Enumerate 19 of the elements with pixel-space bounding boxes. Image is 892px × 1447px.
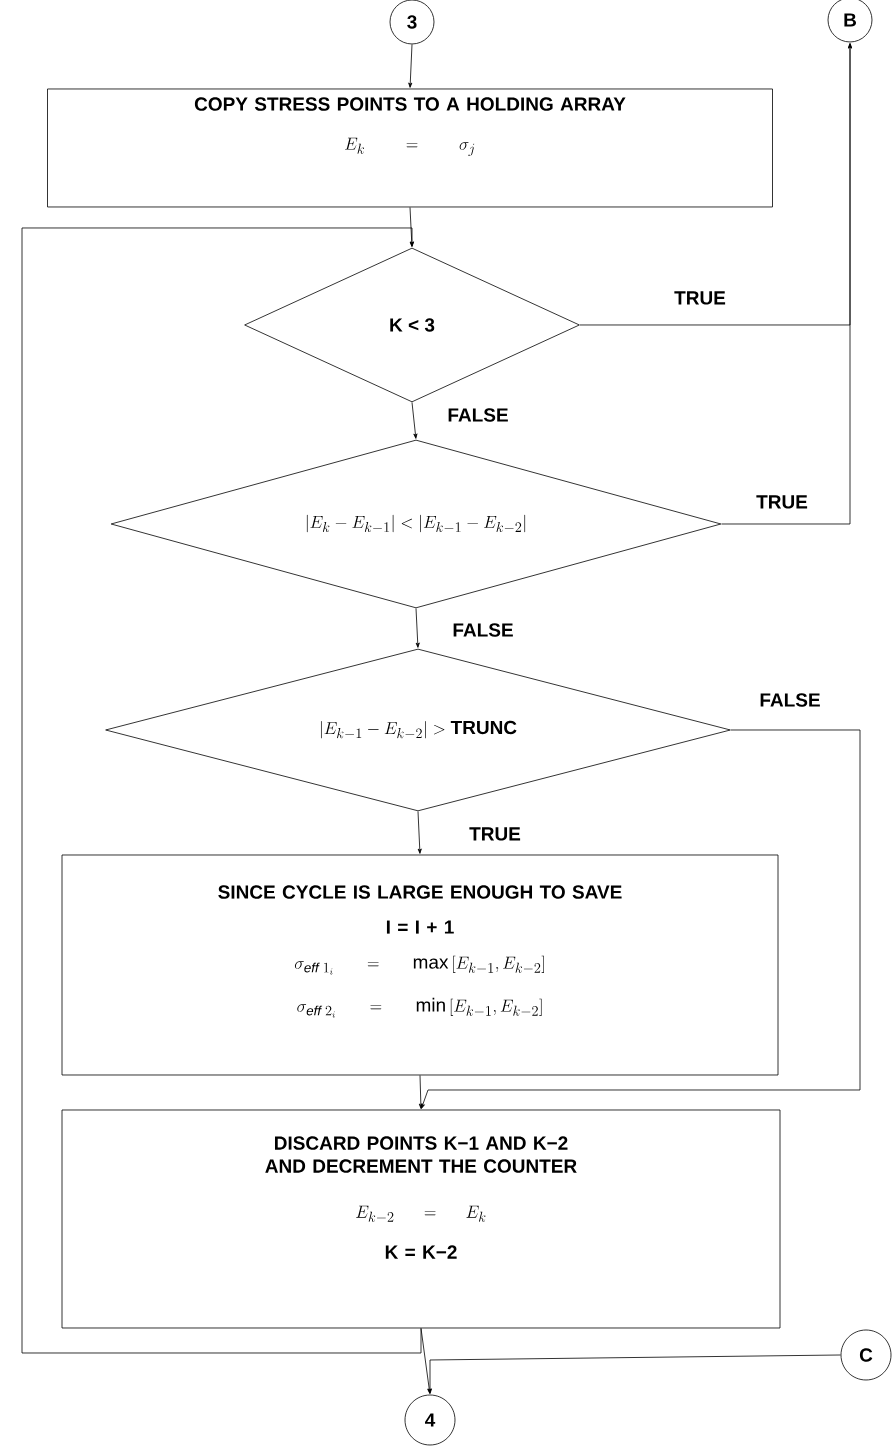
edge-label: FALSE (450, 621, 516, 639)
edge-label: TRUE (467, 825, 523, 843)
arrow (721, 43, 852, 525)
edge-label: TRUE (672, 289, 728, 307)
arrow (428, 1354, 841, 1394)
process-box: SINCE CYCLE IS LARGE ENOUGH TO SAVE I = I + 1 $\sigma_{\mathit{eff}\;1_i} = \max\,[E_{k-1}, E_{k-2}]$ $\sigma_{\mathit{eff}\;2_i} = \min\,[E_{k-1}, E_{k-2}]$ (61, 854, 779, 1076)
edge-label: TRUE (754, 493, 810, 511)
arrow (415, 608, 420, 648)
arrow (418, 1075, 423, 1109)
arrow (21, 227, 422, 1354)
arrow (417, 811, 422, 854)
process-box: DISCARD POINTS K−1 AND K−2 AND DECREMENT THE COUNTER $E_{k-2} = E_k$ K = K−2 (61, 1109, 781, 1329)
edge-label: FALSE (445, 406, 511, 424)
arrow (411, 402, 418, 439)
edge-label: FALSE (757, 691, 823, 709)
process-box: COPY STRESS POINTS TO A HOLDING ARRAY $E_k = \sigma_j$ (47, 88, 773, 208)
arrow (408, 44, 413, 88)
arrow (421, 729, 861, 1109)
arrow (420, 1328, 432, 1394)
